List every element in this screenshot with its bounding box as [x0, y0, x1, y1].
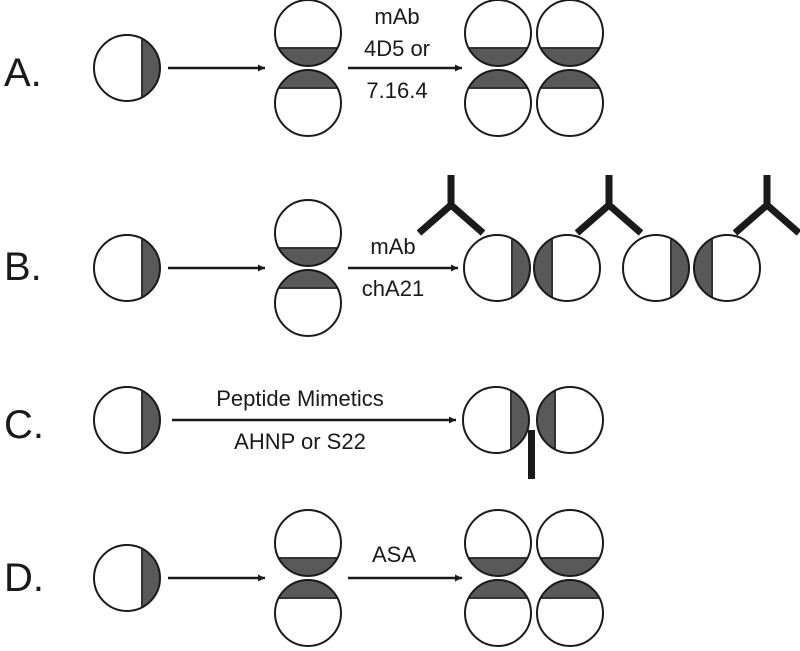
row-label-a: A. [4, 51, 42, 95]
shaded-segment [534, 238, 553, 298]
receptor-shapes [93, 0, 800, 647]
circle-outline [622, 234, 690, 302]
antibody-2 [574, 175, 644, 236]
shaded-segment [468, 69, 528, 89]
dimer-b-top [274, 199, 342, 267]
shaded-segment [540, 69, 600, 89]
shaded-segment [540, 557, 600, 577]
shaded-segment [468, 47, 528, 67]
circle-outline [693, 234, 761, 302]
monomer-b-4 [693, 234, 761, 302]
circle-outline [464, 509, 532, 577]
monomer-b-2 [533, 234, 601, 302]
shaded-segment [510, 390, 529, 450]
row-label-b: B. [4, 245, 42, 289]
monomer-b-1 [463, 234, 531, 302]
circle-outline [533, 234, 601, 302]
circle-outline [536, 69, 604, 137]
antibody-arm-right [764, 202, 800, 236]
arrow-c-text-2: AHNP or S22 [234, 429, 366, 454]
circle-outline [462, 386, 530, 454]
monomer-a [93, 34, 161, 102]
shaded-segment [694, 238, 713, 298]
shaded-segment [511, 238, 531, 298]
antibody-arm-right [448, 202, 486, 236]
circle-outline [464, 0, 532, 67]
dimer-d-2-bottom [536, 579, 604, 647]
dimer-d-bottom [274, 579, 342, 647]
shaded-segment [670, 238, 689, 298]
monomer-c [93, 386, 161, 454]
shaded-segment [278, 47, 338, 67]
circle-outline [464, 579, 532, 647]
shaded-segment [141, 548, 161, 608]
arrow-a-text-2: 4D5 or [364, 36, 430, 61]
dimer-a-2-bottom [464, 69, 532, 137]
circle-outline [93, 34, 161, 102]
circle-outline [93, 544, 161, 612]
circle-outline [536, 579, 604, 647]
circle-outline [274, 579, 342, 647]
peptide-mimetic-bar [528, 430, 535, 479]
shaded-segment [278, 247, 338, 266]
dimer-a-2-top [464, 0, 532, 67]
arrow-d-text-1: ASA [372, 542, 416, 567]
shaded-segment [540, 579, 600, 599]
arrow-a-text-1: mAb [374, 4, 419, 29]
shaded-segment [278, 580, 338, 599]
circle-outline [274, 69, 342, 137]
circle-outline [93, 386, 161, 454]
monomer-d [93, 544, 161, 612]
antibody-arm-left [732, 202, 770, 236]
shaded-segment [537, 390, 556, 450]
arrow-c-text-1: Peptide Mimetics [216, 386, 384, 411]
arrow-b-text-2: chA21 [362, 276, 424, 301]
arrow-a-text-3: 7.16.4 [366, 78, 427, 103]
dimer-b-bottom [274, 269, 342, 337]
shaded-segment [468, 557, 528, 576]
monomer-b [93, 234, 161, 302]
shaded-segment [468, 580, 528, 599]
antibody-arm-right [606, 202, 644, 236]
dimer-a-1-top [274, 0, 342, 67]
antibody-1 [416, 175, 486, 236]
dimer-d-top [274, 509, 342, 577]
circle-outline [93, 234, 161, 302]
dimer-d-1-bottom [464, 579, 532, 647]
circle-outline [464, 69, 532, 137]
antibody-arm-left [416, 202, 454, 236]
circle-outline [274, 269, 342, 337]
shaded-segment [278, 557, 338, 576]
circle-outline [274, 0, 342, 67]
shaded-segment [278, 270, 338, 289]
circle-outline [536, 0, 604, 67]
arrow-b-text-1: mAb [370, 234, 415, 259]
circle-outline [536, 386, 604, 454]
dimer-a-1-bottom [274, 69, 342, 137]
row-label-d: D. [4, 556, 44, 600]
circle-outline [274, 509, 342, 577]
shaded-segment [540, 47, 600, 67]
antibody-3 [732, 175, 800, 236]
monomer-c-2 [536, 386, 604, 454]
circle-outline [536, 509, 604, 577]
shaded-segment [141, 238, 161, 298]
dimer-d-1-top [464, 509, 532, 577]
circle-outline [274, 199, 342, 267]
shaded-segment [278, 69, 338, 89]
row-label-c: C. [4, 403, 44, 447]
circle-outline [463, 234, 531, 302]
shaded-segment [141, 390, 160, 450]
shaded-segment [141, 38, 161, 98]
dimer-a-3-top [536, 0, 604, 67]
antibody-arm-left [574, 202, 612, 236]
monomer-c-1 [462, 386, 530, 454]
dimer-d-2-top [536, 509, 604, 577]
monomer-b-3 [622, 234, 690, 302]
dimer-a-3-bottom [536, 69, 604, 137]
